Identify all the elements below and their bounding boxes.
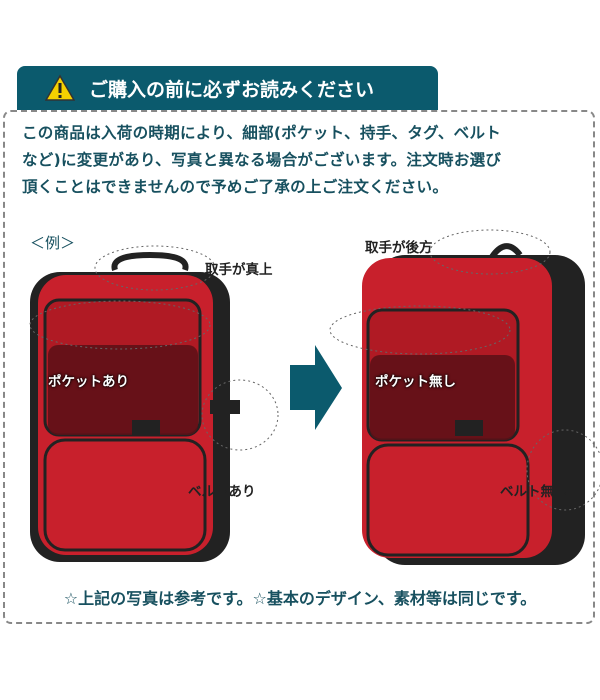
after-belt-label: ベルト無し xyxy=(500,484,568,500)
backpack-after-image xyxy=(362,243,585,565)
after-pocket-label: ポケット無し xyxy=(375,374,456,390)
notice-title: ご購入の前に必ずお読みください xyxy=(89,78,375,101)
warning-icon xyxy=(45,74,75,101)
footer-note: ☆上記の写真は参考です。☆基本のデザイン、素材等は同じです。 xyxy=(63,589,537,608)
after-handle-label: 取手が後方 xyxy=(365,240,433,256)
notice-header: ご購入の前に必ずお読みください xyxy=(17,66,438,110)
notice-box xyxy=(3,110,595,624)
arrow-right-icon xyxy=(290,345,342,430)
before-pocket-label: ポケットあり xyxy=(48,374,129,390)
before-handle-label: 取手が真上 xyxy=(205,262,273,278)
intro-line: この商品は入荷の時期により、細部(ポケット、持手、タグ、ベルト xyxy=(22,124,502,142)
example-label: ＜例＞ xyxy=(30,234,76,252)
intro-line: など)に変更があり、写真と異なる場合がございます。注文時お選び xyxy=(22,151,502,169)
intro-text: この商品は入荷の時期により、細部(ポケット、持手、タグ、ベルト など)に変更があ… xyxy=(22,120,582,201)
backpack-before-image xyxy=(30,251,240,562)
intro-line: 頂くことはできませんので予めご了承の上ご注文ください。 xyxy=(22,178,449,196)
before-belt-label: ベルトあり xyxy=(188,484,256,500)
